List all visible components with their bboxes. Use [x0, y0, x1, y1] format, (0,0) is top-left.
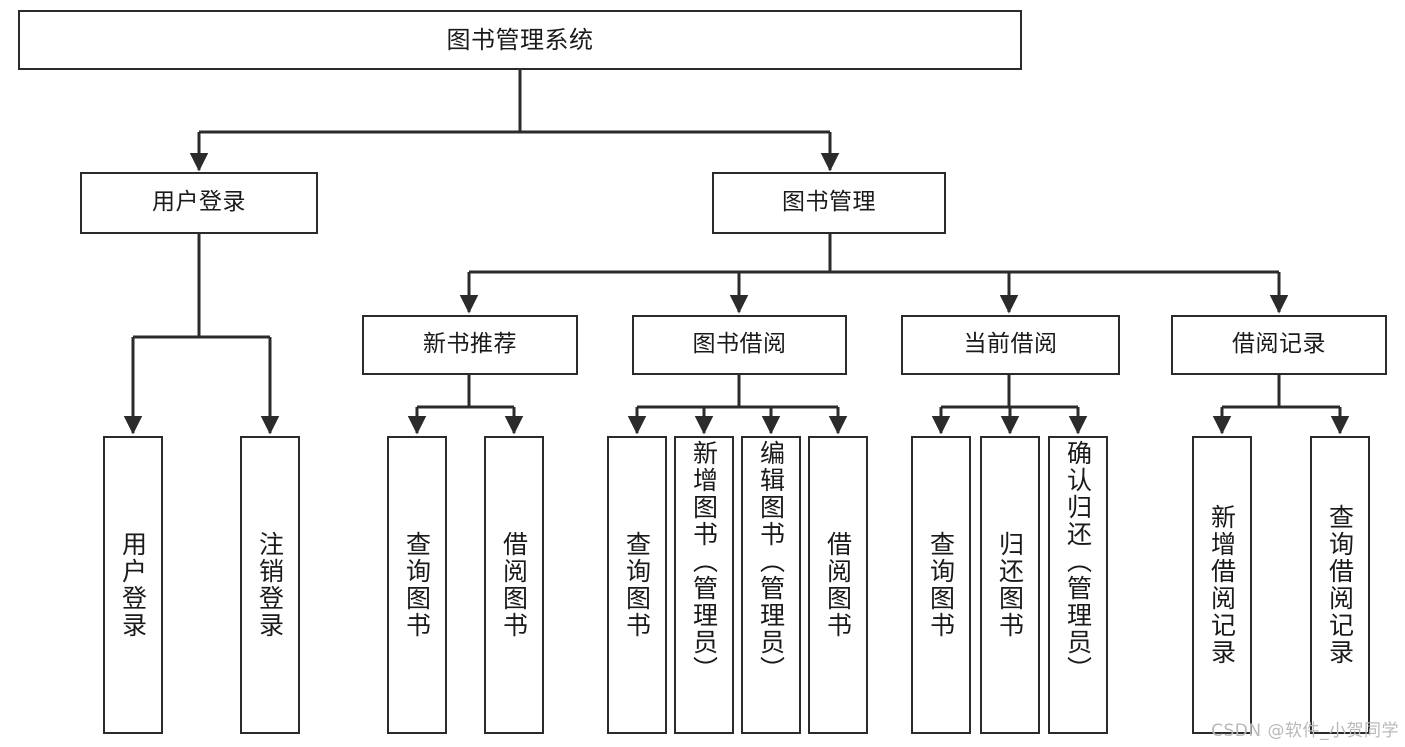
leaf-query-record-label: 查询借阅记录	[1325, 504, 1355, 666]
leaf-return-book-label: 归还图书	[995, 531, 1025, 639]
leaf-add-record-label: 新增借阅记录	[1207, 504, 1237, 666]
node-current-borrow[interactable]: 当前借阅	[901, 315, 1120, 375]
node-book-manage[interactable]: 图书管理	[712, 172, 946, 234]
leaf-add-record[interactable]: 新增借阅记录	[1192, 436, 1252, 734]
leaf-logout[interactable]: 注销登录	[240, 436, 300, 734]
node-borrow-record-label: 借阅记录	[1232, 331, 1326, 358]
node-current-borrow-label: 当前借阅	[963, 331, 1058, 358]
leaf-borrow-book-1[interactable]: 借阅图书	[484, 436, 544, 734]
leaf-logout-label: 注销登录	[255, 531, 285, 639]
node-user-login-label: 用户登录	[152, 189, 246, 216]
leaf-edit-book-label: 编辑图书（管理员）	[756, 440, 786, 683]
node-root[interactable]: 图书管理系统	[18, 10, 1022, 70]
node-borrow-record[interactable]: 借阅记录	[1171, 315, 1387, 375]
leaf-query-book-1-label: 查询图书	[402, 531, 432, 639]
node-book-borrow[interactable]: 图书借阅	[632, 315, 847, 375]
leaf-query-book-1[interactable]: 查询图书	[387, 436, 447, 734]
node-book-manage-label: 图书管理	[782, 189, 876, 216]
leaf-query-record[interactable]: 查询借阅记录	[1310, 436, 1370, 734]
leaf-add-book[interactable]: 新增图书（管理员）	[674, 436, 734, 734]
watermark: CSDN @软件_小贺同学	[1211, 721, 1399, 741]
leaf-query-book-2[interactable]: 查询图书	[607, 436, 667, 734]
node-user-login[interactable]: 用户登录	[80, 172, 318, 234]
node-root-label: 图书管理系统	[446, 25, 594, 54]
leaf-confirm-return[interactable]: 确认归还（管理员）	[1048, 436, 1108, 734]
leaf-query-book-2-label: 查询图书	[622, 531, 652, 639]
leaf-user-login-label: 用户登录	[118, 531, 148, 639]
leaf-borrow-book-1-label: 借阅图书	[499, 531, 529, 639]
leaf-add-book-label: 新增图书（管理员）	[689, 440, 719, 683]
leaf-query-book-3-label: 查询图书	[926, 531, 956, 639]
leaf-edit-book[interactable]: 编辑图书（管理员）	[741, 436, 801, 734]
leaf-query-book-3[interactable]: 查询图书	[911, 436, 971, 734]
node-new-book-recommend-label: 新书推荐	[423, 331, 517, 358]
leaf-borrow-book-2-label: 借阅图书	[823, 531, 853, 639]
leaf-borrow-book-2[interactable]: 借阅图书	[808, 436, 868, 734]
node-book-borrow-label: 图书借阅	[692, 331, 787, 358]
leaf-return-book[interactable]: 归还图书	[980, 436, 1040, 734]
leaf-confirm-return-label: 确认归还（管理员）	[1063, 440, 1093, 683]
node-new-book-recommend[interactable]: 新书推荐	[362, 315, 578, 375]
leaf-user-login[interactable]: 用户登录	[103, 436, 163, 734]
